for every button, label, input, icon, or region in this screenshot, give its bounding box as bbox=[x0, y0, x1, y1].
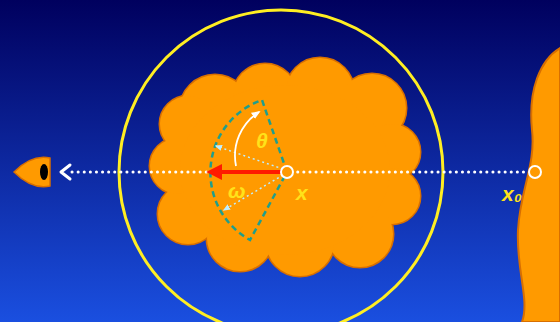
eye bbox=[14, 157, 50, 186]
angle-arc bbox=[235, 112, 259, 166]
scatter-direction bbox=[216, 146, 283, 169]
ray-arrowhead bbox=[61, 165, 70, 179]
point-x bbox=[281, 166, 293, 178]
direction-cone bbox=[210, 100, 287, 240]
scatter-direction bbox=[224, 175, 283, 210]
view-ray bbox=[72, 171, 528, 174]
angle-label: θ bbox=[256, 130, 268, 151]
point-x0 bbox=[529, 166, 541, 178]
medium-cloud bbox=[150, 58, 420, 276]
point-label: x bbox=[296, 182, 308, 203]
point-label: x₀ bbox=[502, 183, 522, 204]
sphere bbox=[119, 10, 443, 322]
direction-arrow bbox=[219, 170, 282, 174]
direction-label: ω bbox=[228, 180, 246, 201]
surface bbox=[518, 48, 560, 322]
